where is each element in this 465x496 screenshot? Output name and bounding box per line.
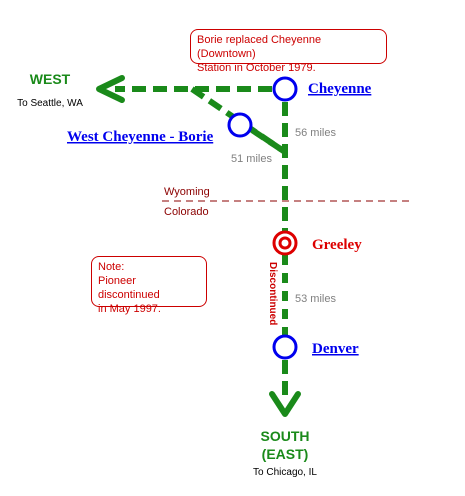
pioneer-note: Note: Pioneer discontinued in May 1997. (91, 256, 207, 315)
discontinued-label: Discontinued (267, 262, 278, 325)
station-borie-link[interactable]: West Cheyenne - Borie (67, 129, 214, 145)
station-borie-marker[interactable] (227, 112, 253, 138)
station-cheyenne-marker[interactable] (272, 76, 298, 102)
state-colorado: Colorado (164, 206, 209, 218)
south-label-east: (EAST) (262, 446, 309, 462)
pioneer-note-line3: in May 1997. (98, 303, 161, 315)
station-cheyenne-link[interactable]: Cheyenne (308, 81, 372, 97)
arrow-south-icon (269, 391, 301, 417)
borie-note-line2: Station in October 1979. (197, 62, 316, 74)
station-greeley-label: Greeley (312, 237, 362, 253)
borie-note-line1: Borie replaced Cheyenne (Downtown) (197, 34, 322, 60)
distance-borie-junction: 51 miles (231, 153, 272, 165)
route-lines (115, 86, 288, 398)
arrow-west-icon (96, 75, 125, 103)
station-denver-link[interactable]: Denver (312, 341, 359, 357)
west-label: WEST (30, 71, 71, 87)
station-denver-marker[interactable] (272, 334, 298, 360)
route-borie-spur (250, 127, 287, 155)
state-wyoming: Wyoming (164, 186, 210, 198)
west-sublabel: To Seattle, WA (17, 98, 83, 109)
borie-note: Borie replaced Cheyenne (Downtown) Stati… (190, 29, 387, 74)
station-greeley-inner (278, 236, 292, 250)
pioneer-note-line1: Note: (98, 261, 125, 273)
distance-cheyenne-junction: 56 miles (295, 127, 336, 139)
south-label: SOUTH (261, 428, 310, 444)
distance-greeley-denver: 53 miles (295, 293, 336, 305)
south-sublabel: To Chicago, IL (253, 467, 317, 478)
pioneer-note-line2: Pioneer discontinued (98, 275, 160, 301)
route-borie-connector (190, 86, 287, 155)
